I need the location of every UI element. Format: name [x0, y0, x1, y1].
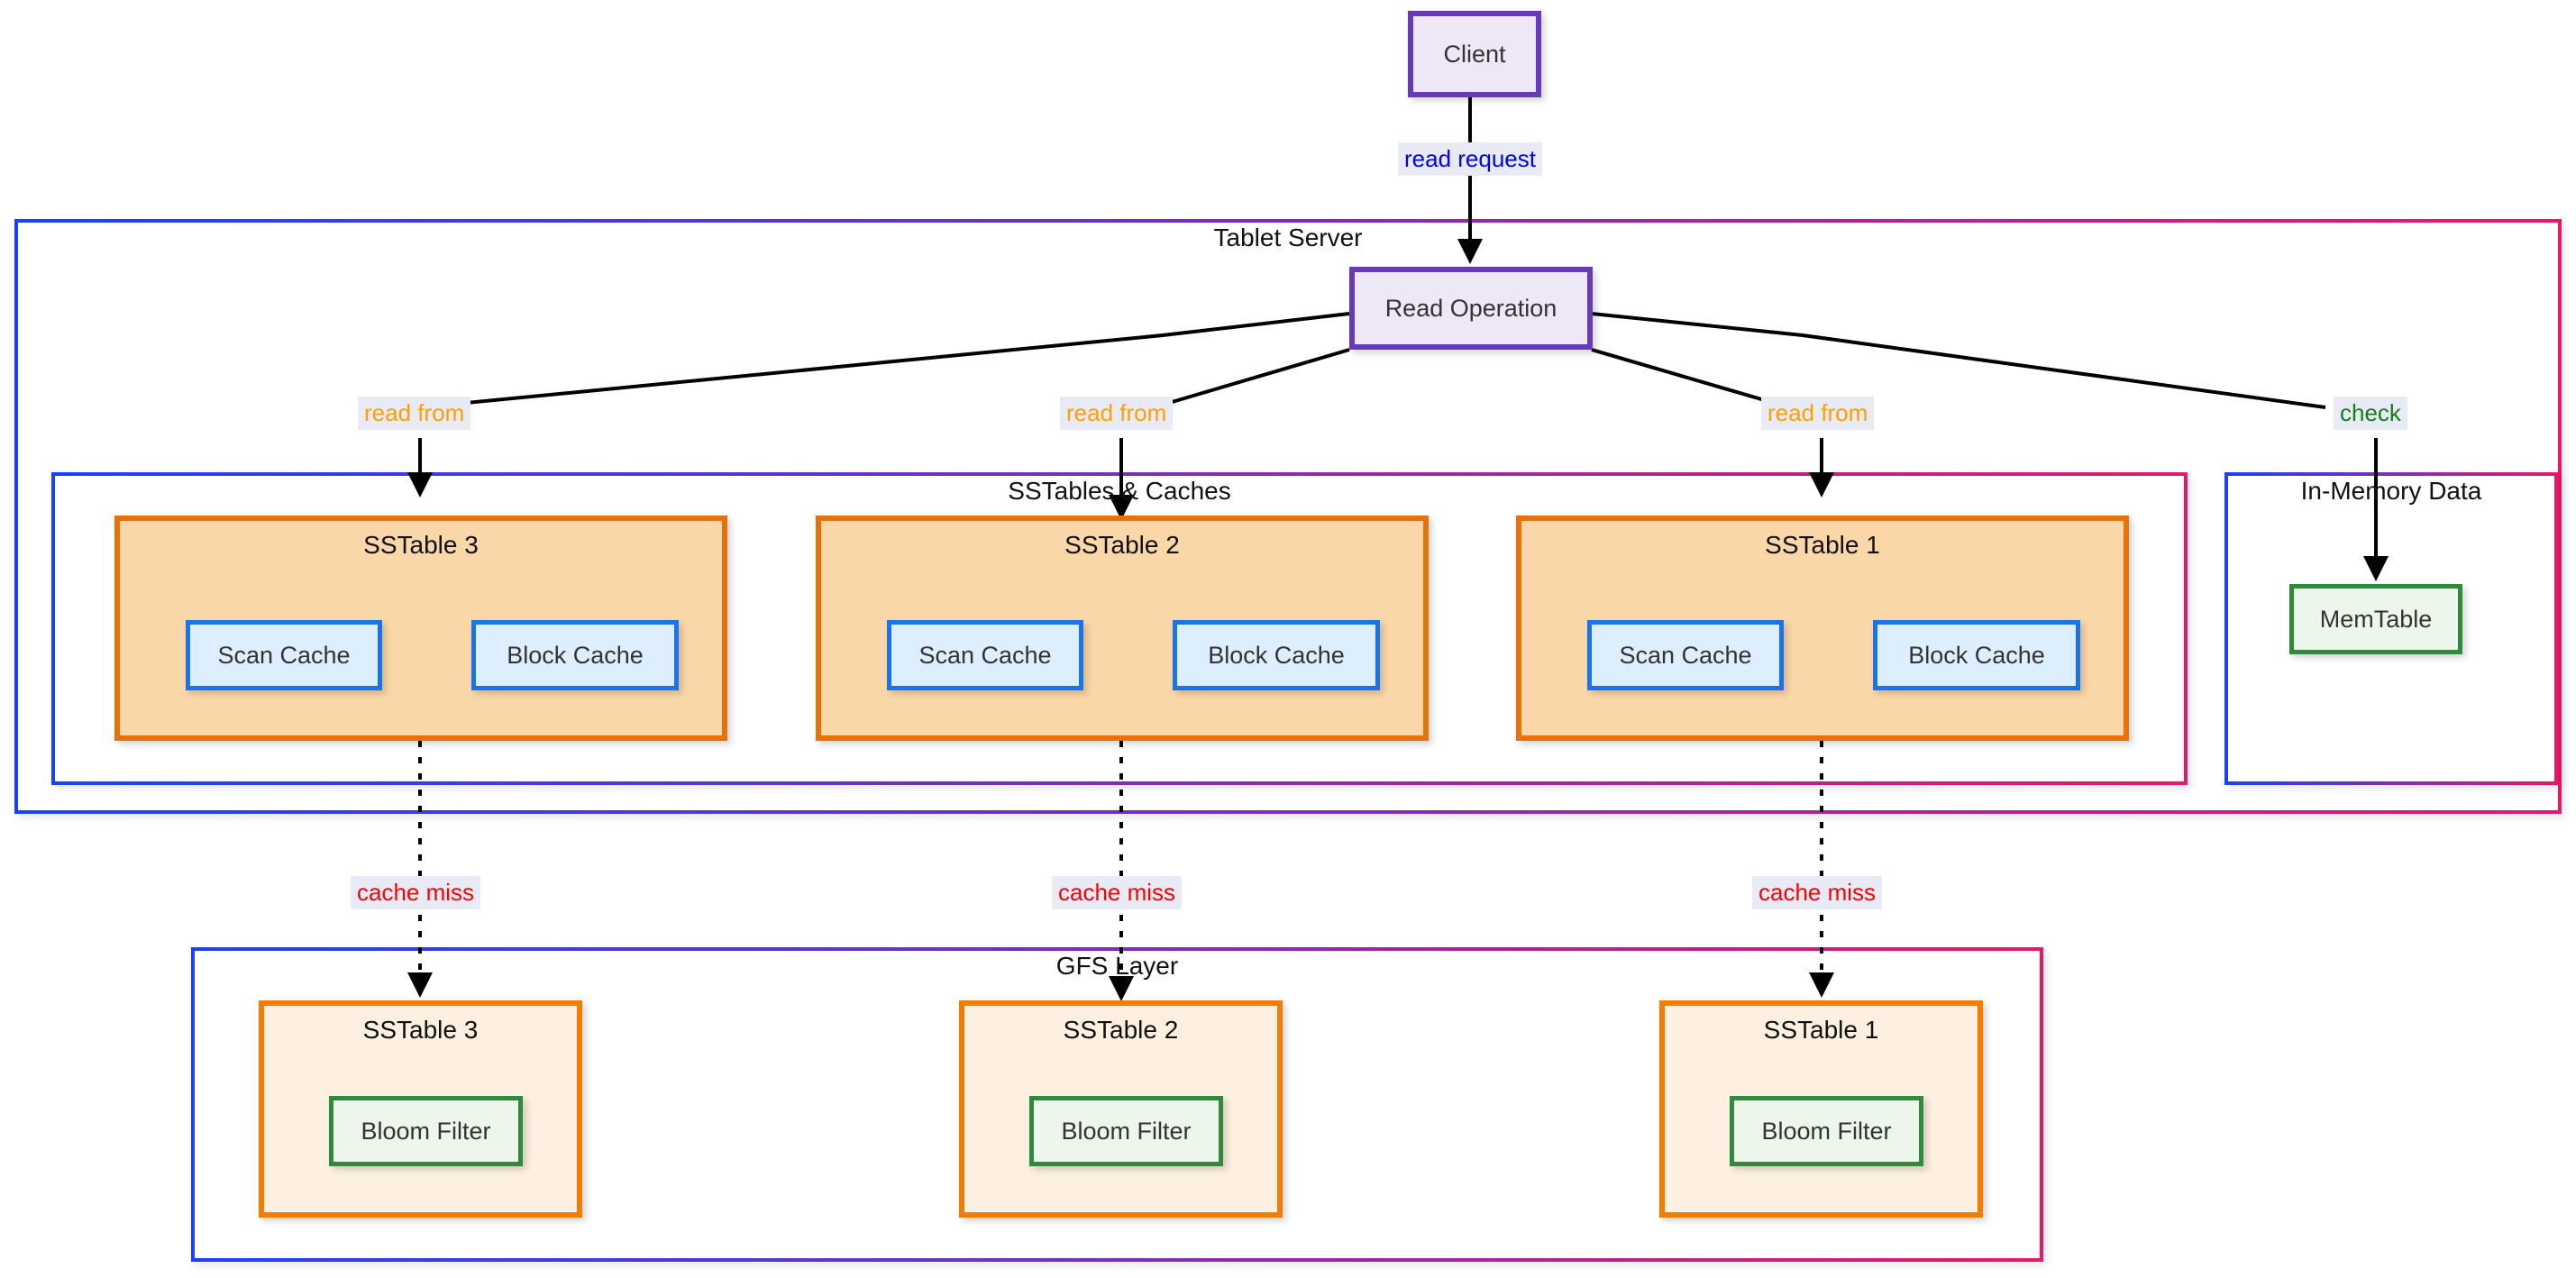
- edge-label-check: check: [2334, 397, 2407, 430]
- sstable-gfs-box-1[interactable]: SSTable 1 Bloom Filter: [1659, 1000, 1983, 1218]
- node-read-operation[interactable]: Read Operation: [1349, 267, 1593, 350]
- edge-label-read-request: read request: [1398, 142, 1542, 176]
- sstable-gfs-box-2[interactable]: SSTable 2 Bloom Filter: [959, 1000, 1283, 1218]
- block-cache-1[interactable]: Block Cache: [1873, 620, 2080, 690]
- edge-label-read-from-2: read from: [1060, 397, 1174, 430]
- node-client[interactable]: Client: [1408, 11, 1541, 97]
- block-cache-2[interactable]: Block Cache: [1173, 620, 1380, 690]
- sstable-cache-title-1: SSTable 1: [1765, 531, 1880, 559]
- edge-label-cache-miss-3: cache miss: [351, 876, 481, 909]
- scan-cache-2[interactable]: Scan Cache: [887, 620, 1083, 690]
- sstable-gfs-title-1: SSTable 1: [1763, 1016, 1879, 1044]
- bloom-filter-3[interactable]: Bloom Filter: [329, 1096, 523, 1166]
- sstable-gfs-title-2: SSTable 2: [1063, 1016, 1179, 1044]
- sstable-cache-title-2: SSTable 2: [1064, 531, 1180, 559]
- node-memtable[interactable]: MemTable: [2289, 584, 2462, 654]
- scan-cache-3[interactable]: Scan Cache: [186, 620, 382, 690]
- block-cache-3[interactable]: Block Cache: [471, 620, 679, 690]
- edge-label-cache-miss-1: cache miss: [1752, 876, 1883, 909]
- sstable-gfs-title-3: SSTable 3: [362, 1016, 479, 1044]
- edge-label-read-from-3: read from: [358, 397, 471, 430]
- scan-cache-1[interactable]: Scan Cache: [1587, 620, 1784, 690]
- sstable-cache-title-3: SSTable 3: [363, 531, 479, 559]
- edge-label-cache-miss-2: cache miss: [1052, 876, 1183, 909]
- edge-label-read-from-1: read from: [1761, 397, 1875, 430]
- bloom-filter-1[interactable]: Bloom Filter: [1730, 1096, 1923, 1166]
- sstable-cache-box-3[interactable]: SSTable 3 Scan Cache Block Cache: [114, 516, 727, 741]
- sstable-gfs-box-3[interactable]: SSTable 3 Bloom Filter: [259, 1000, 582, 1218]
- sstable-cache-box-2[interactable]: SSTable 2 Scan Cache Block Cache: [816, 516, 1429, 741]
- sstable-cache-box-1[interactable]: SSTable 1 Scan Cache Block Cache: [1516, 516, 2129, 741]
- bloom-filter-2[interactable]: Bloom Filter: [1029, 1096, 1223, 1166]
